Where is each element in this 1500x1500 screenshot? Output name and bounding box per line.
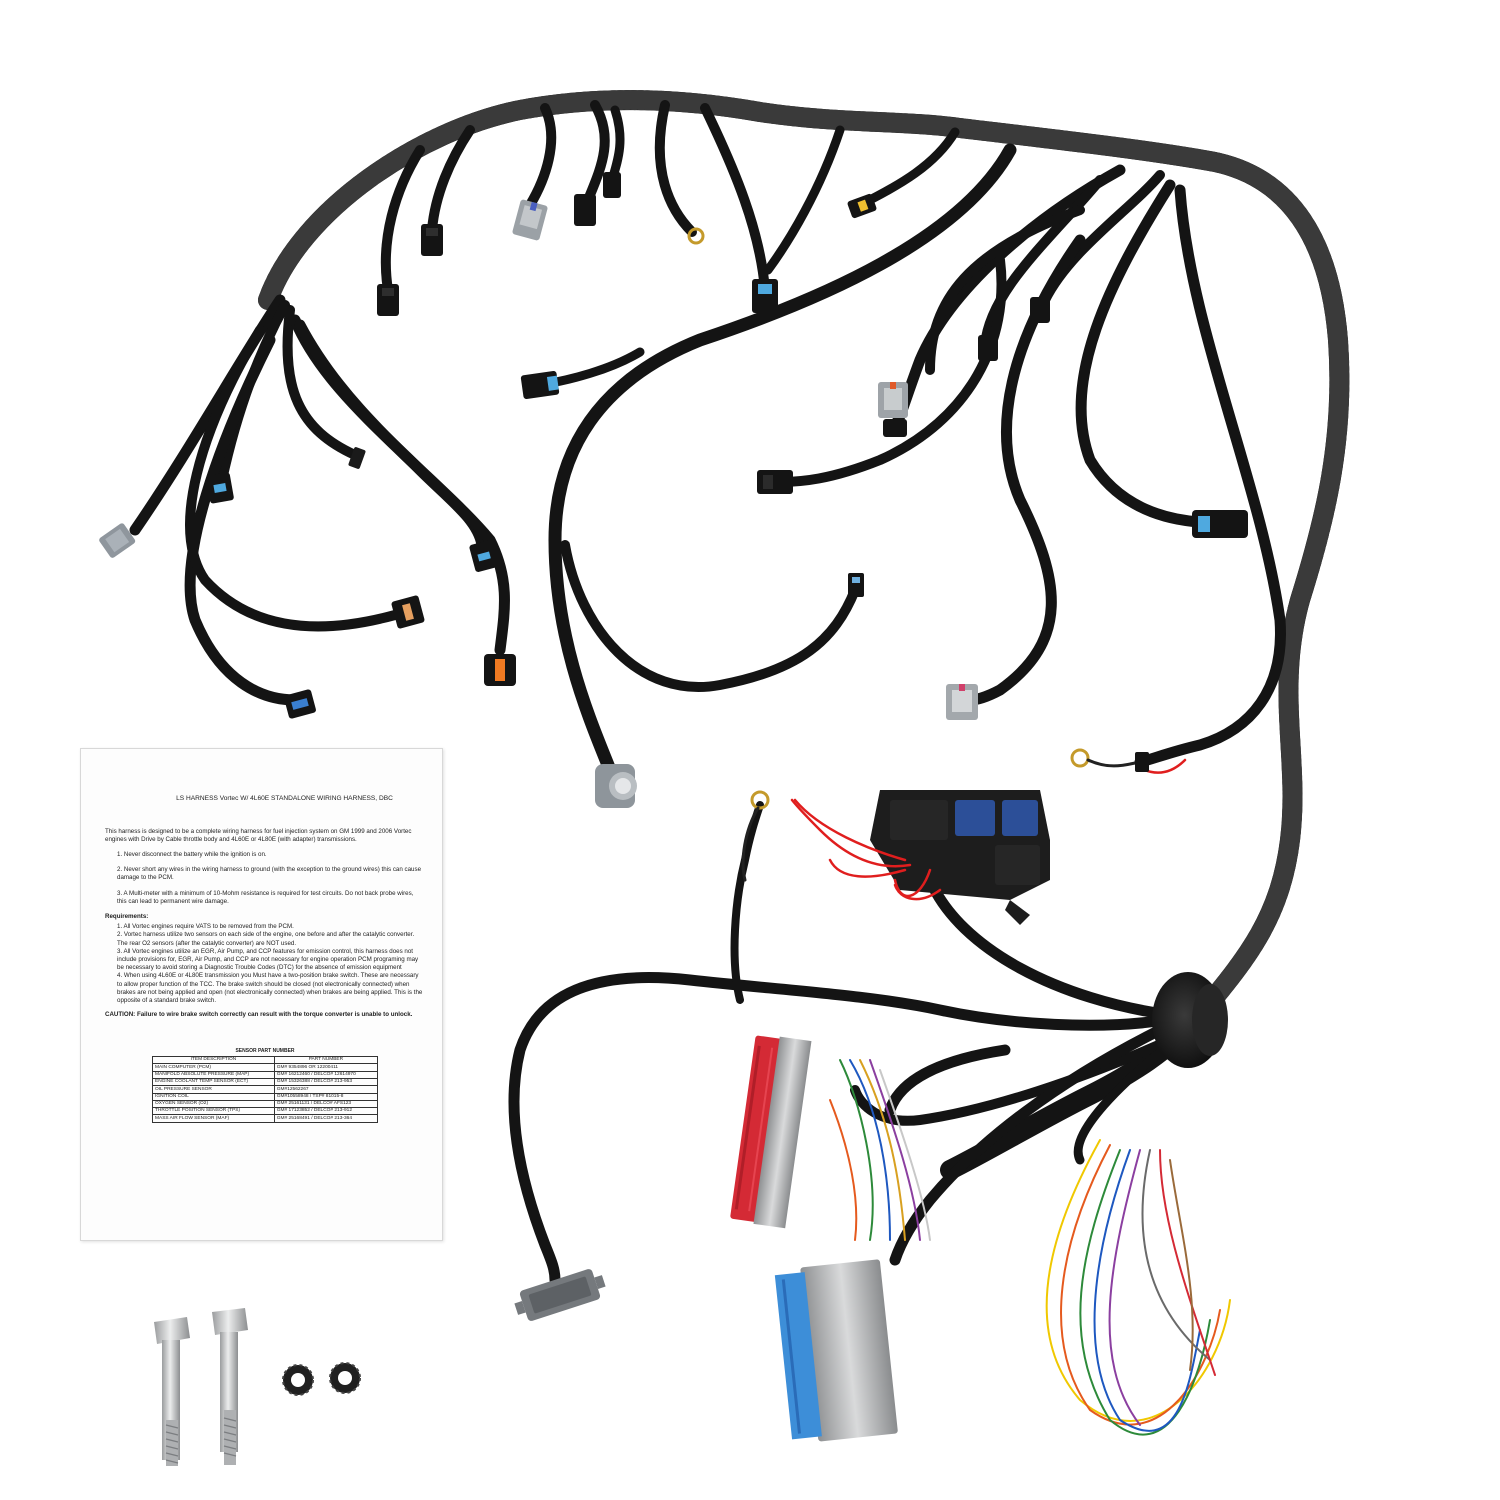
connector-mid-left-small xyxy=(348,447,366,469)
connector-upper-2 xyxy=(421,224,443,256)
table-row: OXYGEN SENSOR (O2)GM# 25161131 / DELCO# … xyxy=(152,1099,379,1109)
sheet-note: 1. Never disconnect the battery while th… xyxy=(117,851,267,859)
left-branch-group xyxy=(129,294,510,706)
connector-upper-3 xyxy=(574,194,596,226)
connector-right-4 xyxy=(1030,297,1050,323)
connector-right-blue-tab xyxy=(1192,510,1248,538)
lower-branch-group xyxy=(508,794,1180,1286)
fuse-relay-block xyxy=(870,790,1050,925)
table-cell: OIL PRESSURE SENSOR xyxy=(152,1085,275,1094)
connector-right-gray-2 xyxy=(946,684,978,720)
table-cell: GM# 15326388 / DELCO# 213-953 xyxy=(273,1077,379,1087)
table-cell: GM# 25168491 / DELCO# 213-364 xyxy=(273,1114,379,1123)
right-branch-group xyxy=(775,164,1286,768)
connector-center-blue-tab xyxy=(520,370,560,400)
table-cell: MANIFOLD ABSOLUTE PRESSURE (MAP) xyxy=(152,1070,275,1079)
table-cell: GM# 17123852 / DELCO# 213-912 xyxy=(273,1107,379,1116)
connector-upper-1 xyxy=(377,284,399,316)
table-cell: THROTTLE POSITION SENSOR (TPS) xyxy=(152,1107,275,1116)
bolt-left xyxy=(154,1317,190,1466)
connector-left-orange-tab-2 xyxy=(391,595,425,629)
table-cell: ENGINE COOLANT TEMP SENSOR (ECT) xyxy=(152,1077,275,1087)
sheet-notes: 1. Never disconnect the battery while th… xyxy=(105,851,424,906)
connector-upper-4 xyxy=(603,172,621,198)
table-cell: MASS AIR FLOW SENSOR (MAF) xyxy=(152,1114,275,1123)
connector-upper-gray xyxy=(512,199,548,241)
pcm-connector-red xyxy=(730,1035,812,1229)
requirement-item: 2. Vortec harness utilize two sensors on… xyxy=(117,931,415,947)
connector-left-blue-tab xyxy=(206,472,234,504)
table-cell: OXYGEN SENSOR (O2) xyxy=(152,1099,275,1109)
connector-right-2 xyxy=(883,419,907,437)
table-header: ITEM DESCRIPTION xyxy=(152,1055,275,1065)
sheet-requirements: 1. All Vortec engines require VATS to be… xyxy=(105,923,424,1005)
ring-terminal-upper xyxy=(687,227,705,245)
connector-upper-right-small xyxy=(847,193,877,219)
connector-center-small xyxy=(848,573,864,597)
instruction-sheet: LS HARNESS Vortec W/ 4L60E STANDALONE WI… xyxy=(80,748,443,1241)
table-row: MASS AIR FLOW SENSOR (MAF)GM# 25168491 /… xyxy=(152,1114,379,1123)
pcm-connector-blue xyxy=(774,1259,898,1442)
table-row: ENGINE COOLANT TEMP SENSOR (ECT)GM# 1532… xyxy=(152,1077,379,1087)
connector-left-gray xyxy=(99,523,136,558)
table-header-row: ITEM DESCRIPTION PART NUMBER xyxy=(152,1055,379,1065)
caution-text: CAUTION: Failure to wire brake switch co… xyxy=(105,1011,413,1019)
sheet-note: 3. A Multi-meter with a minimum of 10-Mo… xyxy=(117,889,414,905)
table-cell: MAIN COMPUTER (PCM) xyxy=(152,1063,275,1072)
table-cell: GM# 9354896 OR 12200411 xyxy=(273,1063,379,1072)
connector-upper-blue-tab xyxy=(752,279,778,313)
connector-maf-gray-round xyxy=(595,764,637,808)
ring-terminal-relay xyxy=(741,790,770,882)
ring-terminal-right xyxy=(1070,748,1187,774)
connector-left-blue-tab-3 xyxy=(284,689,316,719)
table-row: MANIFOLD ABSOLUTE PRESSURE (MAP)GM# 1621… xyxy=(152,1070,379,1079)
connector-right-3 xyxy=(978,335,998,361)
connector-right-5 xyxy=(757,470,793,494)
connector-right-gray-1 xyxy=(878,382,908,418)
table-cell: IGNITION COIL xyxy=(152,1092,275,1101)
requirement-item: 1. All Vortec engines require VATS to be… xyxy=(117,923,294,931)
table-cell: GM#10558948 / TSP# 81015-8 xyxy=(273,1092,379,1101)
table-header: PART NUMBER xyxy=(273,1055,379,1065)
star-washer-left xyxy=(282,1364,314,1396)
sheet-note: 2. Never short any wires in the wiring h… xyxy=(117,866,422,882)
table-cell: GM# 25161131 / DELCO# AFS123 xyxy=(273,1099,379,1109)
sensor-part-table: SENSOR PART NUMBER ITEM DESCRIPTION PART… xyxy=(152,1048,379,1123)
center-branch xyxy=(535,143,1017,777)
requirement-item: 3. All Vortec engines utilize an EGR, Ai… xyxy=(117,947,419,972)
table-cell: GM# 16212460 / DELCO# 12614970 xyxy=(273,1070,379,1079)
firewall-grommet xyxy=(1152,972,1228,1068)
table-cell: GM#12562267 xyxy=(273,1085,379,1094)
connector-left-blue-tab-2 xyxy=(469,540,499,572)
obd-diagnostic-connector xyxy=(514,1269,606,1321)
star-washer-right xyxy=(329,1362,361,1394)
requirements-heading: Requirements: xyxy=(105,913,149,921)
table-row: THROTTLE POSITION SENSOR (TPS)GM# 171238… xyxy=(152,1107,379,1116)
bolt-right xyxy=(212,1308,248,1465)
loose-colored-wires xyxy=(829,1059,1231,1436)
relay-red-wires xyxy=(790,798,942,901)
requirement-item: 4. When using 4L60E or 4L80E transmissio… xyxy=(117,972,423,1004)
table-caption: SENSOR PART NUMBER xyxy=(235,1048,295,1055)
sheet-title: LS HARNESS Vortec W/ 4L60E STANDALONE WI… xyxy=(176,795,393,802)
table-row: MAIN COMPUTER (PCM)GM# 9354896 OR 122004… xyxy=(152,1063,379,1072)
sheet-intro: This harness is designed to be a complet… xyxy=(105,827,412,843)
connector-left-orange-tab xyxy=(484,654,516,686)
